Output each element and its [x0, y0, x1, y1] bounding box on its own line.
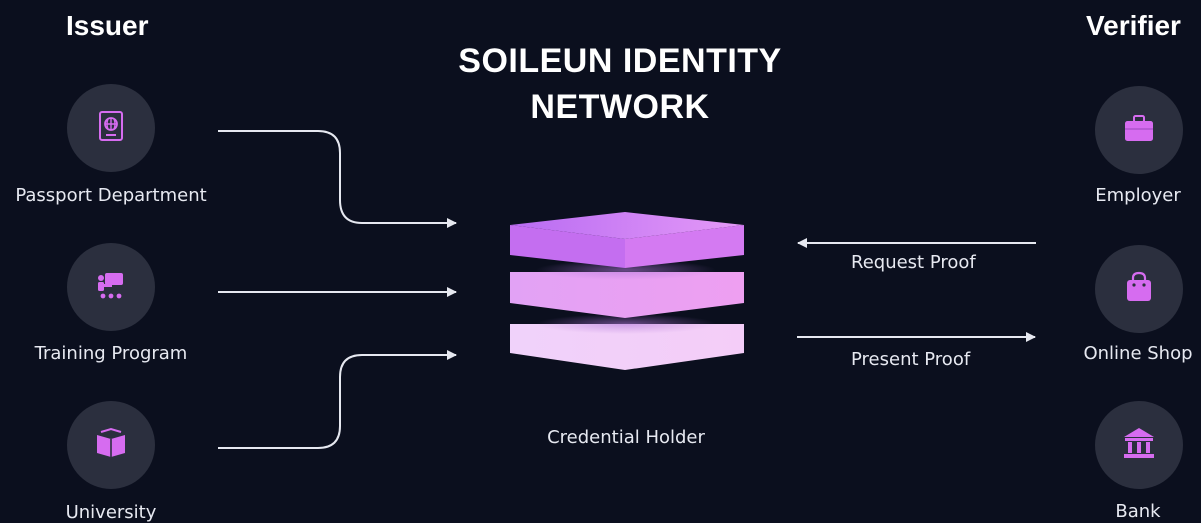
arrow-university-to-holder: [218, 350, 457, 449]
present-proof-label: Present Proof: [851, 349, 971, 370]
verifier-title: Verifier: [1086, 10, 1181, 41]
passport-icon: [95, 110, 127, 147]
bank-node[interactable]: [1095, 401, 1183, 489]
network-title: SOILEUN IDENTITY NETWORK: [400, 38, 840, 130]
issuer-title: Issuer: [66, 10, 149, 41]
training-program-node[interactable]: [67, 243, 155, 331]
training-icon: [94, 268, 128, 307]
network-title-line2: NETWORK: [530, 88, 710, 126]
university-node[interactable]: [67, 401, 155, 489]
bank-label: Bank: [1115, 501, 1161, 522]
employer-label: Employer: [1095, 185, 1181, 206]
book-icon: [94, 426, 128, 465]
online-shop-label: Online Shop: [1083, 343, 1193, 364]
shopping-bag-icon: [1122, 270, 1156, 309]
credential-stack-icon: [510, 212, 744, 370]
passport-department-label: Passport Department: [15, 185, 207, 206]
bank-icon: [1121, 425, 1157, 466]
online-shop-node[interactable]: [1095, 245, 1183, 333]
request-proof-label: Request Proof: [851, 252, 976, 273]
university-label: University: [65, 502, 157, 523]
briefcase-icon: [1122, 111, 1156, 150]
arrow-passport-to-holder: [218, 130, 457, 228]
passport-department-node[interactable]: [67, 84, 155, 172]
credential-holder-label: Credential Holder: [547, 427, 705, 448]
network-title-line1: SOILEUN IDENTITY: [458, 42, 782, 80]
employer-node[interactable]: [1095, 86, 1183, 174]
training-program-label: Training Program: [34, 343, 188, 364]
